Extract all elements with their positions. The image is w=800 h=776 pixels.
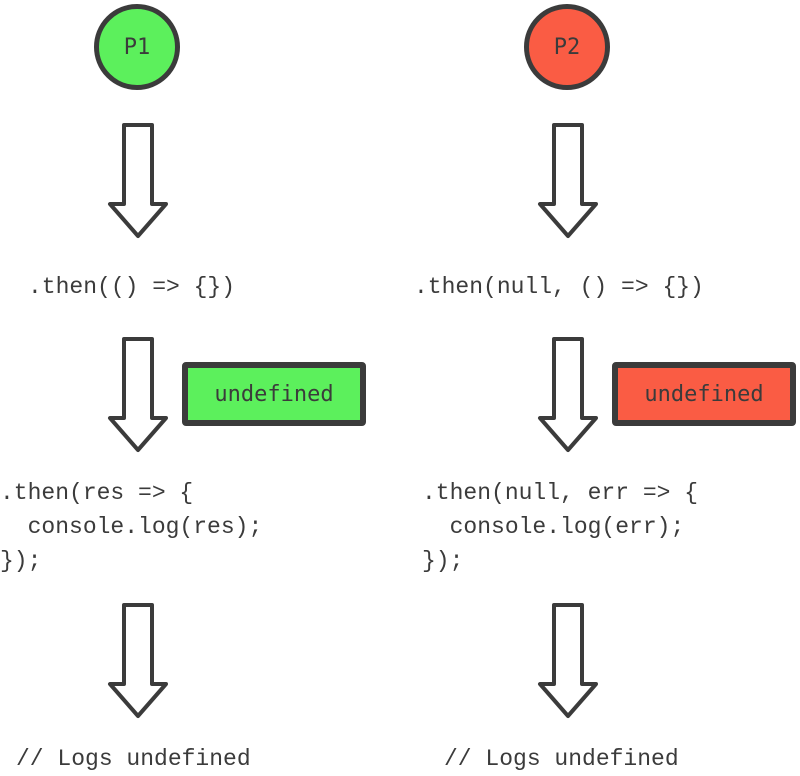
log-comment-left: // Logs undefined: [16, 746, 251, 772]
promise-node-p2: P2: [524, 4, 610, 90]
promise-node-p1-label: P1: [123, 34, 151, 60]
value-badge-right: undefined: [612, 362, 796, 426]
value-badge-right-text: undefined: [644, 381, 764, 407]
promise-node-p1: P1: [94, 4, 180, 90]
down-arrow-icon: [106, 602, 170, 720]
then-call-left: .then(() => {}): [28, 274, 236, 300]
handler-code-right: .then(null, err => { console.log(err); }…: [422, 480, 699, 574]
down-arrow-icon: [536, 122, 600, 240]
down-arrow-icon: [536, 602, 600, 720]
promise-node-p2-label: P2: [553, 34, 581, 60]
down-arrow-icon: [106, 122, 170, 240]
down-arrow-icon: [536, 336, 600, 454]
log-comment-right: // Logs undefined: [444, 746, 679, 772]
value-badge-left: undefined: [182, 362, 366, 426]
then-call-right: .then(null, () => {}): [414, 274, 704, 300]
down-arrow-icon: [106, 336, 170, 454]
value-badge-left-text: undefined: [214, 381, 334, 407]
handler-code-left: .then(res => { console.log(res); });: [0, 480, 263, 574]
